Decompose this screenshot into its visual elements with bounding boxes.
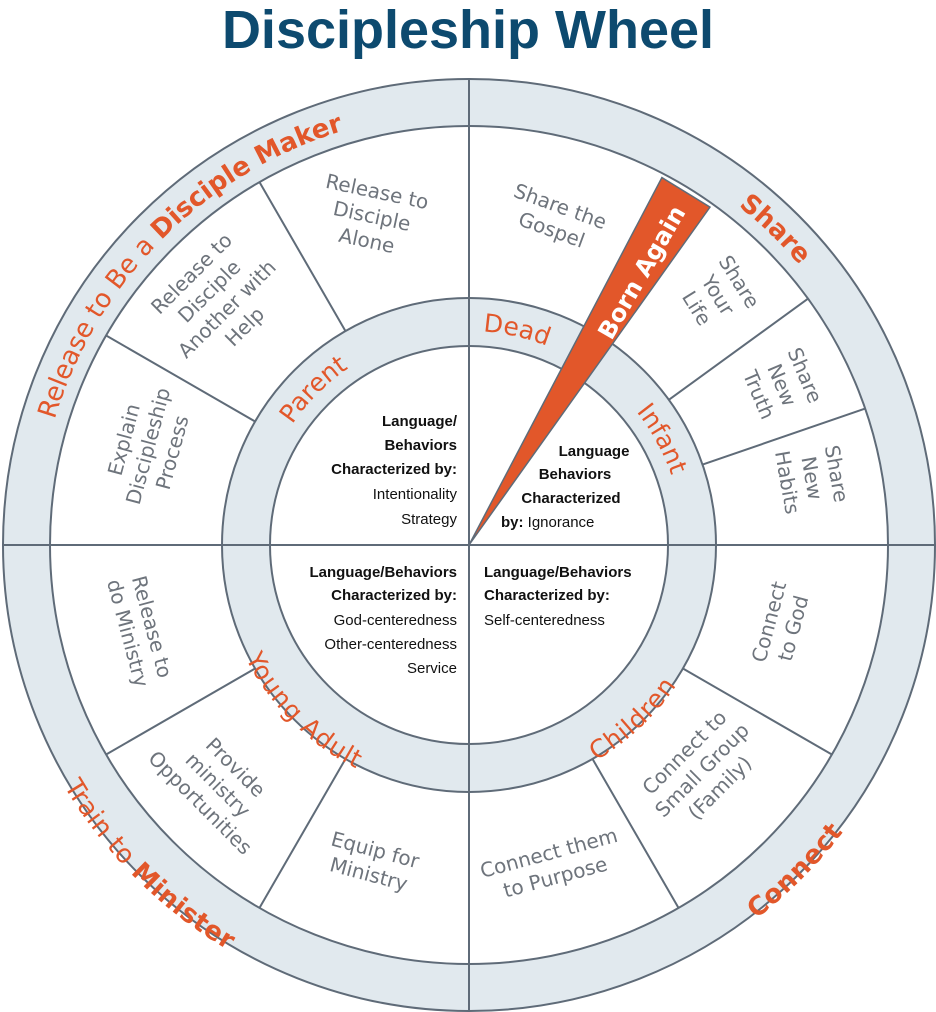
segment-divider — [682, 667, 833, 756]
quadrant-text: Intentionality — [373, 486, 458, 503]
segment-divider — [105, 334, 256, 423]
quadrant-text: Language/Behaviors — [484, 564, 632, 581]
quadrant-text: Behaviors — [539, 466, 612, 483]
quadrant-text: Language — [559, 443, 630, 460]
quadrant-axes — [3, 79, 935, 1011]
segment-label: Connectto God — [747, 579, 816, 672]
segment-divider — [105, 667, 256, 756]
quadrant-text: Language/Behaviors — [309, 564, 457, 581]
quadrant-text: Characterized by: — [331, 461, 457, 478]
quadrant-text: Self-centeredness — [484, 612, 605, 629]
quadrant-text: Behaviors — [384, 437, 457, 454]
born-again-wedge — [468, 176, 712, 546]
quadrant-young-adult: Language/Behaviors Characterized by: God… — [309, 564, 457, 677]
segment-divider — [258, 758, 347, 909]
page-title: Discipleship Wheel — [222, 0, 714, 60]
segment-label: Release toDiscipleAlone — [313, 169, 431, 263]
segment-divider — [591, 758, 680, 909]
quadrant-text: Service — [407, 660, 457, 677]
segment-divider — [702, 407, 866, 466]
quadrant-text: Characterized — [521, 490, 620, 507]
segment-divider — [258, 181, 347, 332]
quadrant-text: God-centeredness — [334, 612, 457, 629]
quadrant-children: Language/Behaviors Characterized by: Sel… — [484, 564, 632, 629]
quadrant-infant: Language Behaviors Characterized by: Ign… — [501, 443, 629, 531]
quadrant-text: by: Ignorance — [501, 514, 594, 531]
segment-divider — [668, 297, 809, 401]
quadrant-text: Language/ — [382, 413, 458, 430]
quadrant-text: Characterized by: — [331, 587, 457, 604]
quadrant-text: Characterized by: — [484, 587, 610, 604]
segment-labels: Share theGospelShareYourLifeShareNewTrut… — [102, 169, 853, 903]
segment-dividers — [105, 181, 866, 909]
quadrant-text: Other-centeredness — [324, 636, 457, 653]
quadrant-text: Strategy — [401, 511, 457, 528]
quadrant-parent: Language/ Behaviors Characterized by: In… — [331, 413, 458, 528]
